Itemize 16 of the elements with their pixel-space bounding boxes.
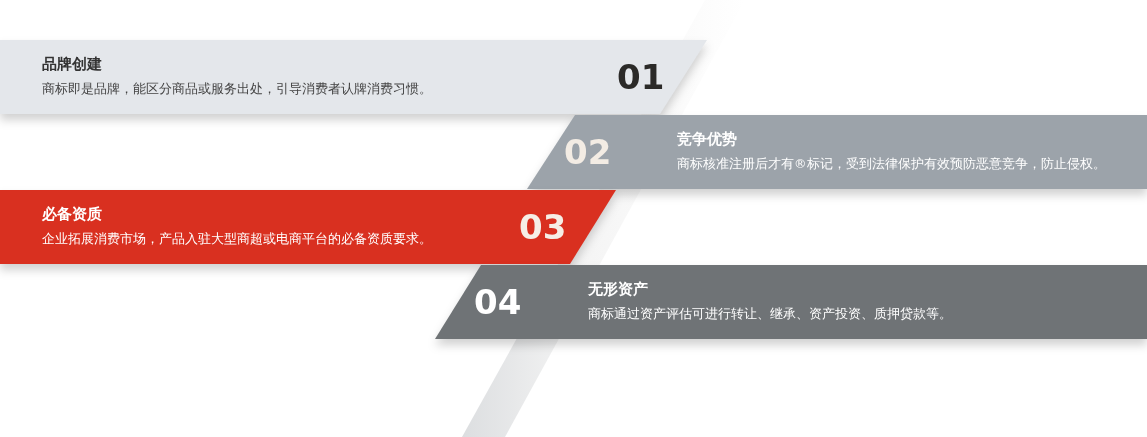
heading: 品牌创建 — [42, 55, 102, 73]
step-number: 02 — [564, 133, 612, 171]
description: 商标核准注册后才有®标记，受到法律保护有效预防恶意竞争，防止侵权。 — [677, 156, 1106, 172]
description: 商标通过资产评估可进行转让、继承、资产投资、质押贷款等。 — [588, 306, 952, 322]
step-number: 03 — [519, 208, 567, 246]
step-number: 04 — [474, 283, 522, 321]
banner — [0, 190, 616, 264]
heading: 竞争优势 — [677, 130, 737, 148]
banner — [0, 40, 707, 114]
description: 企业拓展消费市场，产品入驻大型商超或电商平台的必备资质要求。 — [42, 231, 432, 247]
banner — [527, 115, 1147, 189]
banner — [435, 265, 1147, 339]
step-number: 01 — [617, 58, 665, 96]
description: 商标即是品牌，能区分商品或服务出处，引导消费者认牌消费习惯。 — [42, 81, 432, 97]
heading: 无形资产 — [588, 280, 648, 298]
heading: 必备资质 — [42, 205, 102, 223]
